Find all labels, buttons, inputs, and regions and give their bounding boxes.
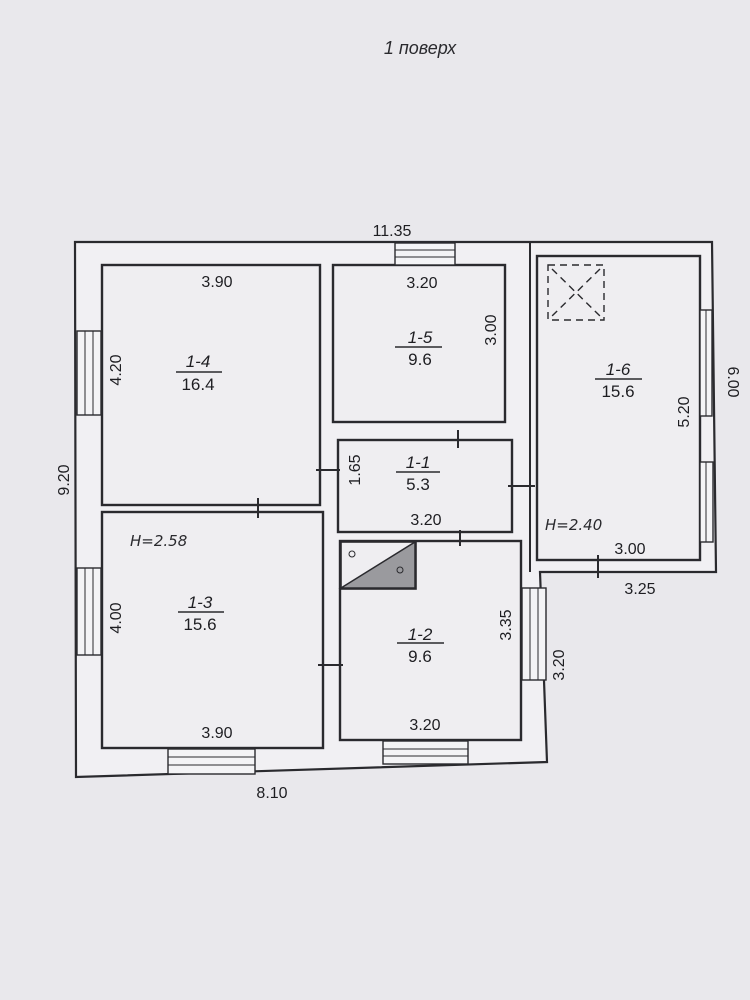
room-1-6-width: 3.00 bbox=[614, 541, 645, 558]
room-1-3-ceiling-height: H=2.58 bbox=[130, 532, 187, 550]
room-1-1-height: 1.65 bbox=[347, 454, 364, 485]
room-1-4-id: 1-4 bbox=[186, 352, 211, 371]
room-1-5-area: 9.6 bbox=[408, 350, 432, 369]
room-1-5-width: 3.20 bbox=[406, 275, 437, 292]
room-1-5-height: 3.00 bbox=[483, 314, 500, 345]
room-1-2-height: 3.35 bbox=[498, 609, 515, 640]
room-1-3-width: 3.90 bbox=[201, 725, 232, 742]
room-1-4-area: 16.4 bbox=[181, 375, 214, 394]
stove-icon bbox=[338, 540, 417, 590]
plan-title: 1 поверх bbox=[384, 38, 457, 58]
doors bbox=[257, 430, 599, 666]
room-1-3-height: 4.00 bbox=[108, 602, 125, 633]
room-1-2-width: 3.20 bbox=[409, 717, 440, 734]
room-1-5-id: 1-5 bbox=[408, 328, 433, 347]
dim-bottom: 8.10 bbox=[256, 785, 287, 802]
room-1-1 bbox=[336, 438, 514, 534]
room-1-3 bbox=[100, 510, 325, 750]
room-1-4-height: 4.20 bbox=[108, 354, 125, 385]
dim-right-step: 3.25 bbox=[624, 581, 655, 598]
room-1-6-id: 1-6 bbox=[606, 360, 631, 379]
dim-right-upper: 6.00 bbox=[724, 366, 741, 397]
room-1-6 bbox=[535, 254, 702, 562]
dim-top: 11.35 bbox=[373, 223, 412, 240]
room-1-5 bbox=[331, 263, 507, 424]
room-1-1-width: 3.20 bbox=[410, 512, 441, 529]
room-1-4-width: 3.90 bbox=[201, 274, 232, 291]
room-1-1-id: 1-1 bbox=[406, 453, 431, 472]
dim-left: 9.20 bbox=[56, 464, 73, 495]
room-1-4 bbox=[100, 263, 322, 507]
room-1-2-area: 9.6 bbox=[408, 647, 432, 666]
room-1-3-area: 15.6 bbox=[183, 615, 216, 634]
windows bbox=[76, 242, 714, 775]
attic-hatch-icon bbox=[547, 264, 605, 321]
room-1-3-id: 1-3 bbox=[188, 593, 213, 612]
room-1-1-area: 5.3 bbox=[406, 475, 430, 494]
room-1-2-id: 1-2 bbox=[408, 625, 433, 644]
room-1-6-ceiling-height: H=2.40 bbox=[545, 516, 602, 534]
room-1-6-height: 5.20 bbox=[676, 396, 693, 427]
dim-right-lower: 3.20 bbox=[551, 649, 568, 680]
room-1-6-area: 15.6 bbox=[601, 382, 634, 401]
